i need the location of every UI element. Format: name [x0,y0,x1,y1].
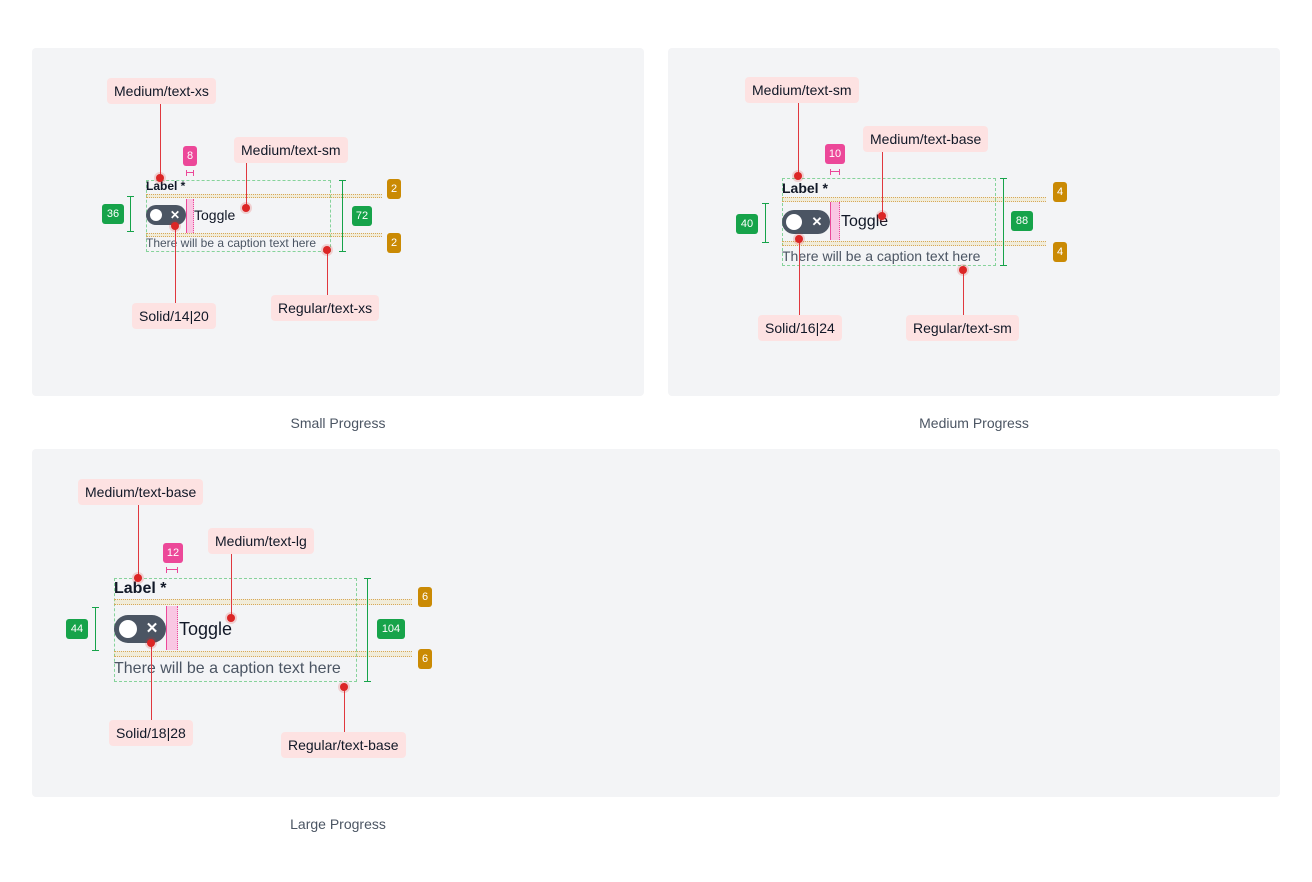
control-height-badge: 36 [102,204,124,224]
toggle-switch[interactable]: ✕ [146,205,186,225]
control-height-bracket [92,607,99,651]
field-label: Label * [146,179,186,193]
pointer-line [798,103,799,175]
pointer-dot [959,266,967,274]
panel-title-small: Small Progress [290,415,386,431]
toggle-font-annotation: Medium/text-sm [234,137,348,163]
label-gap-marker [782,197,1046,202]
control-height-badge: 44 [66,619,88,639]
pointer-dot [227,614,235,622]
toggle-label[interactable]: Toggle [194,207,236,223]
label-font-annotation: Medium/text-sm [745,77,859,103]
pointer-dot [794,172,802,180]
x-icon: ✕ [811,214,823,229]
x-icon: ✕ [169,208,181,222]
gap-bracket [166,567,178,573]
label-gap-marker [114,599,412,605]
pointer-dot [795,235,803,243]
total-height-badge: 104 [377,619,405,639]
toggle-font-annotation: Medium/text-lg [208,528,314,554]
caption-font-annotation: Regular/text-base [281,732,406,758]
caption-text: There will be a caption text here [114,660,341,677]
pointer-line [882,152,883,215]
pointer-dot [171,222,179,230]
pointer-dot [134,574,142,582]
pointer-dot [242,204,250,212]
pointer-line [138,505,139,575]
gap-badge: 10 [825,144,845,164]
label-font-annotation: Medium/text-xs [107,78,216,104]
gap-badge: 12 [163,543,183,563]
caption-font-annotation: Regular/text-sm [906,315,1019,341]
top-spacing-badge: 2 [387,179,401,199]
pointer-line [799,241,800,315]
caption-text: There will be a caption text here [782,248,981,264]
control-height-bracket [127,196,134,232]
caption-text: There will be a caption text here [146,236,317,250]
gap-bracket [186,170,194,176]
pointer-line [344,690,345,732]
toggle-knob [119,620,137,638]
panel-title-large: Large Progress [290,816,386,832]
field-label: Label * [782,180,828,196]
pointer-dot [156,174,164,182]
x-icon: ✕ [145,620,159,637]
caption-gap-marker [782,241,1046,246]
caption-font-annotation: Regular/text-xs [271,295,380,321]
pointer-line [160,104,161,177]
toggle-knob [150,209,162,221]
pointer-line [175,228,176,303]
caption-gap-marker [114,651,412,657]
top-spacing-badge: 4 [1053,182,1067,202]
toggle-font-annotation: Medium/text-base [863,126,989,152]
pointer-dot [147,639,155,647]
spec-panel-large [32,449,1280,797]
gap-marker [830,202,840,240]
total-height-bracket [1000,178,1007,266]
toggle-label[interactable]: Toggle [179,619,233,639]
pointer-line [963,272,964,315]
gap-badge: 8 [183,146,197,166]
gap-marker [186,199,194,233]
pointer-dot [340,683,348,691]
pointer-line [231,554,232,616]
toggle-switch[interactable]: ✕ [782,210,830,234]
total-height-bracket [364,578,371,682]
control-height-badge: 40 [736,214,758,234]
toggle-knob [786,214,802,230]
total-height-badge: 88 [1011,211,1033,231]
panel-title-medium: Medium Progress [919,415,1029,431]
caption-gap-marker [146,233,382,237]
icon-spec-annotation: Solid/14|20 [132,303,216,329]
pointer-dot [323,246,331,254]
total-height-badge: 72 [352,206,372,226]
pointer-line [246,163,247,206]
pointer-line [151,646,152,720]
top-spacing-badge: 6 [418,587,432,607]
label-font-annotation: Medium/text-base [78,479,204,505]
bottom-spacing-badge: 6 [418,649,432,669]
control-height-bracket [762,203,769,243]
toggle-label[interactable]: Toggle [841,213,889,230]
gap-marker [166,606,178,650]
pointer-dot [878,212,886,220]
field-label: Label * [114,580,167,597]
toggle-switch[interactable]: ✕ [114,615,166,643]
label-gap-marker [146,194,382,198]
icon-spec-annotation: Solid/18|28 [109,720,193,746]
icon-spec-annotation: Solid/16|24 [758,315,842,341]
gap-bracket [830,169,840,175]
bottom-spacing-badge: 2 [387,233,401,253]
bottom-spacing-badge: 4 [1053,242,1067,262]
total-height-bracket [339,180,346,252]
spec-panel-small [32,48,644,396]
pointer-line [327,252,328,295]
